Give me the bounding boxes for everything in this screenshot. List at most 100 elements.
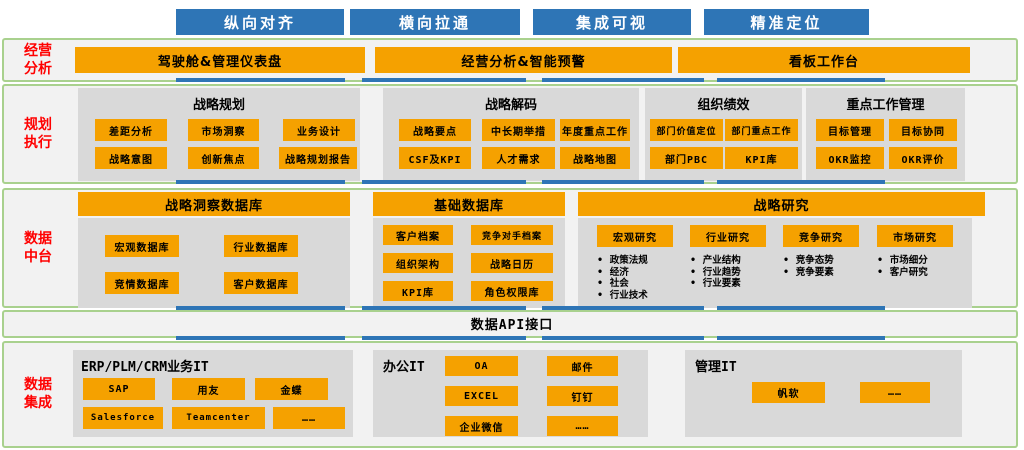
card-strategic-planning: 战略规划 差距分析 市场洞察 业务设计 战略意图 创新焦点 战略规划报告: [78, 88, 360, 181]
list-item: 行业要素: [690, 278, 782, 290]
side-label-data-platform: 数据 中台: [10, 230, 66, 266]
module-chip: ……: [547, 416, 618, 436]
card-title: 组织绩效: [697, 98, 750, 113]
module-chip: 行业数据库: [224, 235, 298, 257]
module-chip: 目标协同: [889, 119, 957, 141]
module-chip: 差距分析: [95, 119, 167, 141]
module-chip: 创新焦点: [188, 147, 259, 169]
card-title: 办公IT: [383, 360, 425, 375]
group-header-strategic-insight-db: 战略洞察数据库: [78, 192, 350, 216]
connector-bar: [717, 306, 885, 310]
module-chip: 年度重点工作: [560, 119, 630, 141]
module-chip: ……: [273, 407, 345, 429]
module-chip: 市场洞察: [188, 119, 259, 141]
list-item: 市场细分: [877, 255, 969, 267]
side-label-business-analysis: 经营 分析: [10, 42, 66, 78]
card-office-it: 办公IT OA 邮件 EXCEL 钉钉 企业微信 ……: [373, 350, 648, 437]
module-chip: 部门价值定位: [650, 119, 723, 141]
module-chip: 战略要点: [399, 119, 471, 141]
side-label-line: 数据: [24, 231, 52, 247]
module-chip: 战略意图: [95, 147, 167, 169]
card-strategy-decoding: 战略解码 战略要点 中长期举措 年度重点工作 CSF及KPI 人才需求 战略地图: [383, 88, 639, 181]
list-item: 行业趋势: [690, 267, 782, 279]
connector-bar: [717, 78, 885, 82]
module-chip: 帆软: [752, 382, 825, 403]
module-chip: KPI库: [383, 281, 453, 301]
group-header-strategy-research: 战略研究: [578, 192, 985, 216]
side-label-line: 分析: [24, 61, 52, 77]
module-chip: ……: [860, 382, 930, 403]
module-chip: SAP: [83, 378, 155, 400]
module-chip: CSF及KPI: [399, 147, 471, 169]
group-body-base-db: 客户档案 竞争对手档案 组织架构 战略日历 KPI库 角色权限库: [373, 218, 565, 308]
card-organization-performance: 组织绩效 部门价值定位 部门重点工作 部门PBC KPI库: [645, 88, 802, 181]
connector-bar: [717, 336, 885, 340]
side-label-line: 中台: [24, 249, 52, 265]
tab-integrated-visibility: 集成可视: [533, 9, 691, 35]
module-chip: 人才需求: [482, 147, 555, 169]
module-chip: KPI库: [725, 147, 798, 169]
module-chip: OA: [445, 356, 518, 376]
side-label-planning-execution: 规划 执行: [10, 116, 66, 152]
tab-precise-positioning: 精准定位: [704, 9, 869, 35]
list-item: 社会: [597, 278, 689, 290]
module-chip: 用友: [172, 378, 245, 400]
connector-bar: [717, 180, 885, 184]
research-topic-list: 市场细分 客户研究: [877, 255, 969, 278]
list-item: 政策法规: [597, 255, 689, 267]
group-header-base-db: 基础数据库: [373, 192, 565, 216]
card-erp-plm-crm-it: ERP/PLM/CRM业务IT SAP 用友 金蝶 Salesforce Tea…: [73, 350, 353, 437]
module-bar-cockpit-dashboard: 驾驶舱&管理仪表盘: [75, 47, 365, 73]
list-item: 竞争态势: [783, 255, 875, 267]
module-bar-analysis-alert: 经营分析&智能预警: [375, 47, 672, 73]
connector-bar: [542, 180, 704, 184]
card-title: 战略解码: [484, 98, 537, 113]
side-label-line: 集成: [24, 395, 52, 411]
group-body-strategic-insight-db: 宏观数据库 行业数据库 竞情数据库 客户数据库: [78, 218, 350, 308]
card-title: 管理IT: [695, 360, 737, 375]
module-chip: 客户档案: [383, 225, 453, 245]
module-chip: 行业研究: [690, 225, 766, 247]
side-label-line: 数据: [24, 377, 52, 393]
list-item: 产业结构: [690, 255, 782, 267]
side-label-line: 经营: [24, 43, 52, 59]
module-chip: 业务设计: [283, 119, 355, 141]
connector-bar: [362, 336, 526, 340]
research-topic-list: 竞争态势 竞争要素: [783, 255, 875, 278]
module-bar-kanban-workbench: 看板工作台: [678, 47, 970, 73]
module-chip: OKR评价: [889, 147, 957, 169]
module-chip: 部门重点工作: [725, 119, 798, 141]
connector-bar: [362, 78, 526, 82]
connector-bar: [542, 336, 704, 340]
module-chip: 角色权限库: [471, 281, 553, 301]
research-topic-list: 政策法规 经济 社会 行业技术: [597, 255, 689, 301]
list-item: 行业技术: [597, 290, 689, 302]
connector-bar: [362, 306, 526, 310]
card-management-it: 管理IT 帆软 ……: [685, 350, 962, 437]
module-chip: 宏观数据库: [105, 235, 179, 257]
connector-bar: [176, 336, 345, 340]
tab-horizontal-integration: 横向拉通: [350, 9, 520, 35]
module-chip: 中长期举措: [482, 119, 555, 141]
module-chip: EXCEL: [445, 386, 518, 406]
research-topic-list: 产业结构 行业趋势 行业要素: [690, 255, 782, 290]
list-item: 经济: [597, 267, 689, 279]
data-api-interface-label: 数据API接口: [470, 318, 554, 333]
tab-vertical-align: 纵向对齐: [176, 9, 344, 35]
module-chip: 宏观研究: [597, 225, 673, 247]
module-chip: 目标管理: [816, 119, 884, 141]
list-item: 竞争要素: [783, 267, 875, 279]
module-chip: 客户数据库: [224, 272, 298, 294]
module-chip: 部门PBC: [650, 147, 723, 169]
connector-bar: [542, 78, 704, 82]
module-chip: 战略规划报告: [279, 147, 357, 169]
side-label-line: 规划: [24, 117, 52, 133]
connector-bar: [176, 78, 345, 82]
module-chip: Salesforce: [83, 407, 163, 429]
module-chip: 市场研究: [877, 225, 953, 247]
module-chip: OKR监控: [816, 147, 884, 169]
module-chip: 企业微信: [445, 416, 518, 436]
module-chip: 钉钉: [547, 386, 618, 406]
module-chip: 竞争对手档案: [471, 225, 553, 245]
